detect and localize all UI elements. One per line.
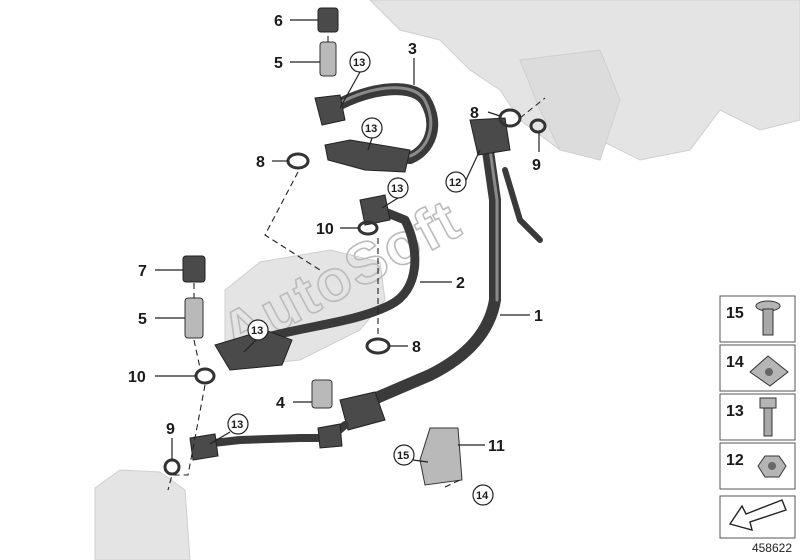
circled-callouts: 13 13 13 12 13 13 15 [209,51,494,506]
cap-6 [317,7,339,33]
torx-screw-icon [755,300,781,336]
svg-text:13: 13 [365,123,377,135]
legend-row-14: 14 [719,344,796,392]
svg-text:13: 13 [391,183,403,195]
fastener-legend: 15 14 13 12 [719,295,796,539]
circled-callout-12: 12 [445,149,481,193]
callout-labels: 6 5 3 8 8 8 9 10 7 2 5 1 10 4 9 11 [128,13,543,455]
valve-5-lower [184,297,204,339]
svg-text:13: 13 [231,419,243,431]
callout-3: 3 [408,41,417,58]
hex-bolt-icon [759,397,777,437]
circled-callout-13-b: 13 [361,117,383,151]
hose-3 [314,83,439,173]
svg-text:13: 13 [353,57,365,69]
circled-callout-15: 15 [393,444,429,466]
svg-text:13: 13 [251,325,263,337]
circled-callout-13-d: 13 [243,319,269,353]
callout-9-lower: 9 [166,421,175,438]
o-ring-10-lower [194,367,216,385]
callout-2: 2 [456,275,465,292]
svg-text:15: 15 [726,305,744,322]
o-ring-9-lower [163,458,181,476]
callout-10-lower: 10 [128,369,146,386]
bracket-11 [419,427,463,486]
callout-8-upper-right: 8 [470,105,479,122]
callout-8-lower: 8 [412,339,421,356]
o-ring-8-upper-left [286,152,310,170]
pipe-1 [339,117,543,431]
callout-5-lower: 5 [138,311,147,328]
svg-text:12: 12 [449,177,461,189]
diagram-number: 458622 [751,541,792,555]
callout-7: 7 [138,263,147,280]
callout-6: 6 [274,13,283,30]
svg-text:13: 13 [726,403,744,420]
callout-5-upper: 5 [274,55,283,72]
callout-11: 11 [488,438,505,455]
hex-nut-icon [757,455,787,478]
svg-text:15: 15 [397,450,409,462]
legend-row-12: 12 [719,442,796,490]
callout-8-upper-left: 8 [256,154,265,171]
legend-row-arrow [719,495,796,539]
cap-7 [182,255,206,283]
ghost-engine-assembly [369,0,800,161]
o-ring-9-upper [529,118,547,134]
pressure-sensor-4 [311,379,333,409]
circled-callout-13-a: 13 [339,51,371,109]
circled-callout-14: 14 [472,484,494,506]
svg-text:12: 12 [726,452,744,469]
ghost-lower-housing [94,469,191,560]
callout-9-upper: 9 [532,157,541,174]
callout-1: 1 [534,308,543,325]
dashed-assembly-lines [167,36,546,491]
legend-row-15: 15 [719,295,796,343]
svg-text:14: 14 [476,490,489,502]
leader-lines [155,19,540,460]
circled-callout-13-e: 13 [209,413,249,445]
valve-5-upper [319,41,337,77]
circled-callout-13-c: 13 [381,177,409,209]
direction-arrow-icon [728,499,787,531]
svg-text:14: 14 [726,354,744,371]
legend-row-13: 13 [719,393,796,441]
o-ring-8-lower [365,337,391,355]
hose-lower [189,421,349,461]
speed-nut-icon [749,355,789,387]
callout-4: 4 [276,395,285,412]
callout-10-upper: 10 [316,221,334,238]
